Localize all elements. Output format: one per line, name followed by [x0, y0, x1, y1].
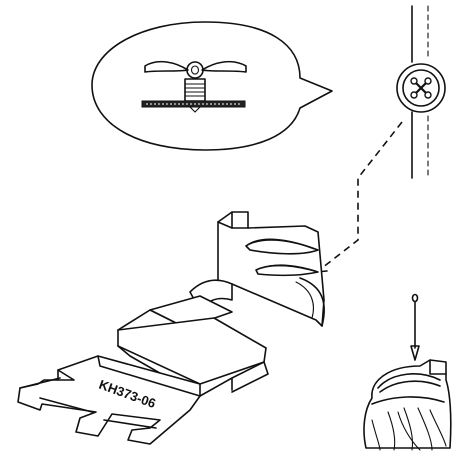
stitched-button-detail: [141, 60, 247, 113]
button-hole: [410, 91, 418, 99]
button-hole: [410, 77, 418, 85]
thread-wing-right: [201, 60, 247, 73]
button-hole: [424, 91, 432, 99]
thread-wing-left: [144, 60, 189, 73]
button-hole: [424, 77, 432, 85]
presser-foot: KH373-06: [17, 211, 325, 445]
callout-bubble: [91, 21, 333, 151]
seam-line: [411, 5, 429, 179]
needle: [410, 293, 420, 361]
sewn-button: [396, 63, 446, 113]
guide-arrow: [315, 121, 403, 273]
thread-ring: [186, 61, 204, 79]
needle-detail: [363, 293, 452, 451]
fabric-strip: [141, 100, 246, 108]
foot-closeup: [363, 359, 452, 451]
